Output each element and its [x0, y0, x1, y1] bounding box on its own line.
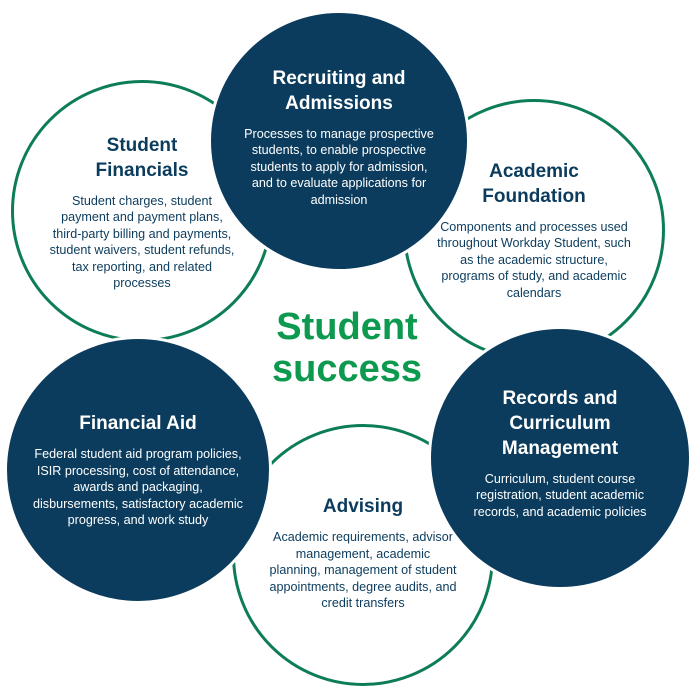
recruiting-admissions-circle: Recruiting and Admissions Processes to m…: [208, 10, 470, 272]
records-curriculum-circle: Records and Curriculum Management Curric…: [428, 326, 692, 590]
financial-aid-description: Federal student aid program policies, IS…: [33, 447, 243, 528]
recruiting-admissions-description: Processes to manage prospective students…: [244, 126, 434, 207]
advising-description: Academic requirements, advisor managemen…: [269, 530, 457, 611]
student-success-heading: Student success: [236, 306, 458, 390]
recruiting-admissions-title: Recruiting and Admissions: [272, 67, 406, 114]
student-financials-title: Student Financials: [95, 134, 189, 181]
academic-foundation-title: Academic Foundation: [482, 160, 586, 207]
student-success-line2: success: [271, 348, 422, 390]
records-curriculum-description: Curriculum, student course registration,…: [473, 471, 647, 519]
student-financials-description: Student charges, student payment and pay…: [49, 193, 235, 291]
academic-foundation-description: Components and processes used throughout…: [437, 219, 631, 300]
records-curriculum-title: Records and Curriculum Management: [501, 387, 619, 459]
financial-aid-circle: Financial Aid Federal student aid progra…: [4, 336, 272, 604]
advising-title: Advising: [322, 496, 404, 518]
student-success-line1: Student: [276, 306, 418, 348]
financial-aid-title: Financial Aid: [79, 413, 197, 435]
